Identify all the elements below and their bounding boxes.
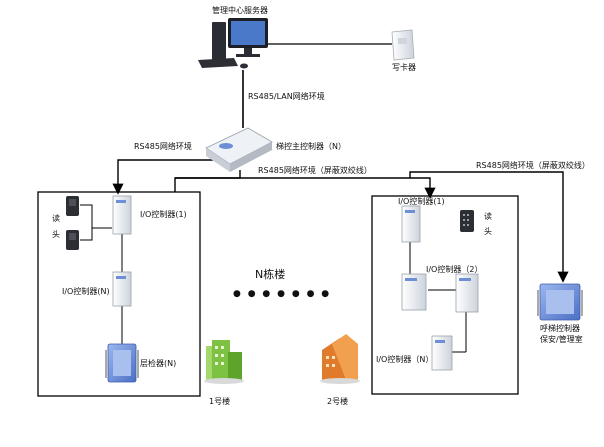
building-2-icon [320,334,360,384]
elevator-call-controller-icon [537,283,583,321]
right-io-controller-1-label: I/O控制器(1) [398,197,445,206]
right-io-controller-n-label: I/O控制器（N） [376,355,434,364]
left-io-controller-n-label: I/O控制器(N) [62,287,110,296]
link-lan-label: RS485/LAN网络环境 [248,92,325,101]
building-1-label: 1号楼 [209,397,231,406]
link-shielded-right-label: RS485网络环境（屏蔽双绞线） [476,161,590,170]
connection-lines [112,43,569,283]
floor-detector-label: 层检器(N) [140,359,177,368]
card-writer-label: 写卡器 [392,63,416,72]
left-reader-char-1: 读 [52,214,60,223]
left-io-controller-1-label: I/O控制器(1) [140,210,187,219]
ellipsis-dots: ● ● ● ● ● ● ● [233,289,332,299]
n-buildings-label: N栋楼 [255,268,286,281]
building-2-label: 2号楼 [327,397,349,406]
link-shielded-mid-label: RS485网络环境（屏蔽双绞线） [258,166,372,175]
building-1-icon [204,340,244,384]
elevator-call-label: 呼梯控制器 [540,324,580,333]
left-reader-char-2: 头 [52,230,60,239]
link-rs485-label: RS485网络环境 [134,142,192,151]
right-reader-icon [460,210,474,232]
server-icon [198,18,268,69]
left-building-wiring [80,204,123,346]
right-reader-char-1: 读 [484,212,492,221]
right-building-wiring [409,240,467,353]
right-reader-char-2: 头 [484,227,492,236]
right-io-controller-icon [401,205,479,371]
right-io-controller-2-label: I/O控制器（2） [426,265,483,274]
main-controller-icon [205,127,273,172]
left-building-box [37,191,201,397]
security-room-label: 保安/管理室 [540,335,583,344]
floor-detector-icon [105,343,139,383]
main-controller-label: 梯控主控制器（N） [276,142,346,151]
card-writer-icon [391,29,415,61]
reader-icon [66,196,79,250]
server-label: 管理中心服务器 [212,6,268,15]
io-controller-icon [112,195,132,307]
right-building-box [371,195,519,395]
